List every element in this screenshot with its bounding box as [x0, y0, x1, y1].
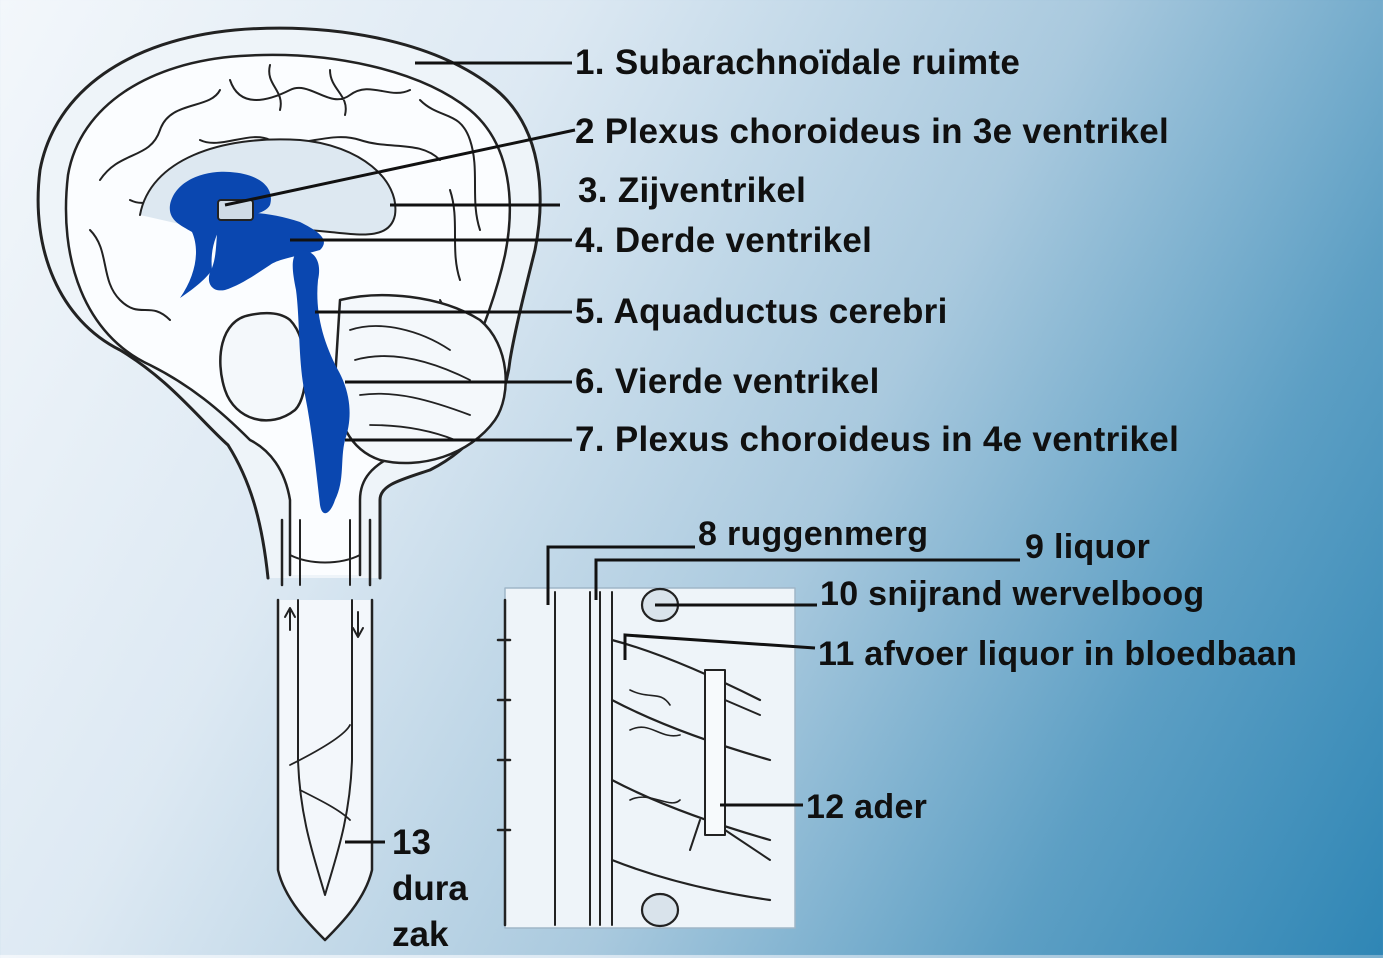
- spine-section: [498, 588, 795, 928]
- label-vertebral-arch-cut: 10 snijrand wervelboog: [820, 575, 1205, 613]
- vein: [705, 670, 725, 835]
- label-subarachnoid-space: 1. Subarachnoïdale ruimte: [575, 44, 1020, 82]
- brain-section: [38, 28, 540, 585]
- label-cerebral-aqueduct: 5. Aquaductus cerebri: [575, 293, 948, 331]
- arch-cut-bottom: [642, 894, 678, 926]
- label-choroid-plexus-3rd: 2 Plexus choroideus in 3e ventrikel: [575, 113, 1169, 151]
- label-csf-drainage: 11 afvoer liquor in bloedbaan: [818, 635, 1297, 673]
- dural-sac-outline: [278, 600, 372, 940]
- label-fourth-ventricle: 6. Vierde ventrikel: [575, 363, 880, 401]
- pons: [220, 313, 305, 420]
- label-dural-sac: 13 dura zak: [392, 820, 468, 958]
- label-vein: 12 ader: [806, 788, 927, 826]
- label-third-ventricle: 4. Derde ventrikel: [575, 222, 872, 260]
- label-choroid-plexus-4th: 7. Plexus choroideus in 4e ventrikel: [575, 421, 1179, 459]
- label-lateral-ventricle: 3. Zijventrikel: [578, 172, 806, 210]
- dural-sac: [278, 600, 372, 940]
- label-spinal-cord: 8 ruggenmerg: [698, 515, 928, 553]
- label-liquor: 9 liquor: [1025, 528, 1150, 566]
- label-dural-sac-line-2: dura: [392, 866, 468, 912]
- label-dural-sac-line-3: zak: [392, 912, 468, 958]
- label-dural-sac-line-1: 13: [392, 820, 468, 866]
- cerebellum: [335, 295, 506, 463]
- spine-frame: [505, 588, 795, 928]
